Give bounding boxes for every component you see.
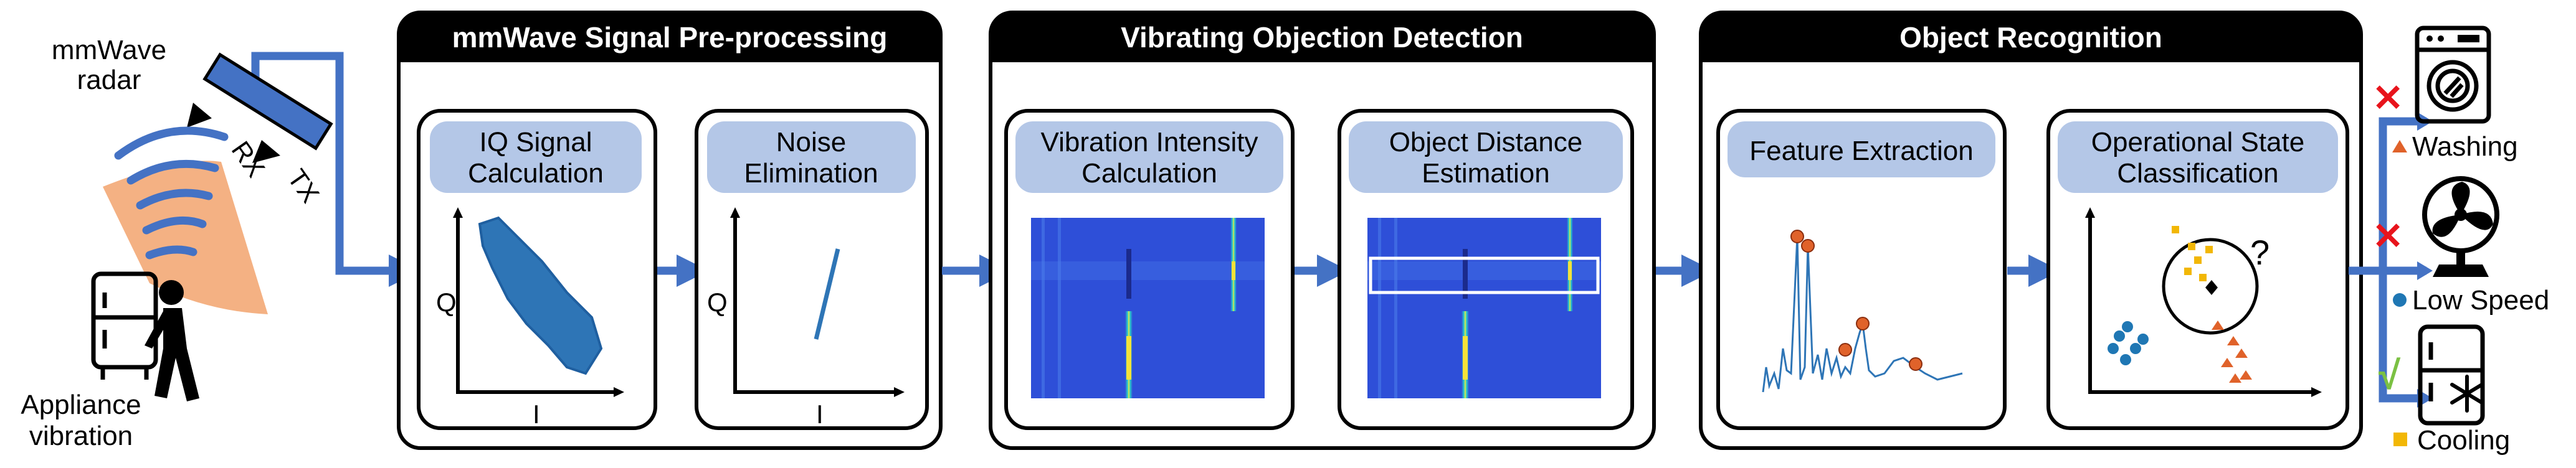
noise-elimination-box: Noise Elimination Q I bbox=[695, 109, 929, 430]
iq-label-line2: Calculation bbox=[468, 158, 604, 189]
iq-label-line1: IQ Signal bbox=[480, 127, 592, 157]
person-icon bbox=[145, 280, 199, 401]
washing-machine-buttons bbox=[2426, 35, 2479, 42]
snowflake-icon bbox=[2450, 375, 2484, 413]
radar-device-icon bbox=[202, 52, 333, 151]
cooling-check-mark: √ bbox=[2379, 353, 2401, 398]
iq-scatter-cloud bbox=[478, 216, 603, 375]
stage-recognition: Object Recognition Feature Extraction Op… bbox=[1699, 11, 2363, 450]
iq-y-axis-label: Q bbox=[436, 288, 457, 317]
output-section: ✕ Washing ✕ Low Speed √ C bbox=[2349, 26, 2549, 456]
feature-peak-3 bbox=[1838, 343, 1852, 357]
lowspeed-cross-mark: ✕ bbox=[2372, 215, 2403, 257]
state-classification-box: Operational State Classification ? bbox=[2046, 109, 2349, 430]
noise-clean-line bbox=[814, 248, 840, 340]
fan-icon bbox=[2422, 176, 2499, 277]
noise-y-axis-label: Q bbox=[707, 288, 728, 317]
stage-preprocessing: mmWave Signal Pre-processing IQ Signal C… bbox=[397, 11, 943, 450]
appliance-label-line1: Appliance bbox=[21, 390, 141, 420]
noise-label-line1: Noise bbox=[776, 127, 847, 157]
class-cooling-points bbox=[2172, 226, 2213, 281]
stage-recognition-title: Object Recognition bbox=[1899, 21, 2162, 54]
query-question-mark: ? bbox=[2250, 233, 2269, 272]
vibration-intensity-box: Vibration Intensity Calculation bbox=[1004, 109, 1295, 430]
lowspeed-legend-dot bbox=[2393, 293, 2407, 307]
distance-heatmap bbox=[1367, 218, 1601, 398]
class-lowspeed-points bbox=[2108, 321, 2149, 365]
appliance-label-line2: vibration bbox=[29, 421, 133, 451]
radar-section: mmWave radar RX TX bbox=[21, 35, 421, 451]
radar-label-line1: mmWave bbox=[52, 35, 166, 65]
washing-legend-triangle bbox=[2392, 140, 2407, 152]
tx-antenna-icon bbox=[252, 140, 280, 163]
feature-peak-5 bbox=[1909, 357, 1922, 371]
washing-cross-mark: ✕ bbox=[2372, 77, 2403, 119]
cooling-label: Cooling bbox=[2417, 425, 2510, 456]
feature-peak-2 bbox=[1801, 239, 1815, 253]
tx-label: TX bbox=[282, 164, 325, 208]
iq-x-axis-label: I bbox=[533, 400, 540, 429]
feature-peak-1 bbox=[1790, 230, 1804, 243]
lowspeed-label: Low Speed bbox=[2412, 285, 2549, 316]
noise-x-axis-label: I bbox=[816, 400, 824, 429]
noise-label-line2: Elimination bbox=[744, 158, 878, 189]
radar-label-line2: radar bbox=[77, 65, 141, 95]
stage-detection: Vibrating Objection Detection Vibration … bbox=[989, 11, 1656, 450]
fridge-cooling-icon bbox=[2418, 324, 2485, 426]
intensity-heatmap bbox=[1031, 218, 1265, 398]
signal-waves-icon bbox=[114, 126, 229, 260]
class-washing-points bbox=[2212, 321, 2252, 383]
feature-spectrum-line bbox=[1762, 236, 1963, 393]
distance-label-line1: Object Distance bbox=[1389, 127, 1583, 157]
iq-calculation-box: IQ Signal Calculation Q I bbox=[417, 109, 657, 430]
stage-detection-title: Vibrating Objection Detection bbox=[1121, 21, 1523, 54]
feature-peak-markers bbox=[1790, 230, 1922, 371]
classification-label-line1: Operational State bbox=[2091, 127, 2304, 157]
classification-label-line2: Classification bbox=[2117, 158, 2278, 189]
feature-label: Feature Extraction bbox=[1749, 136, 1974, 166]
query-circle bbox=[2162, 238, 2259, 335]
fridge-icon bbox=[91, 271, 158, 380]
distance-label-line2: Estimation bbox=[1422, 158, 1549, 189]
output-branch-arrows bbox=[2349, 117, 2426, 403]
radar-feed-arrow bbox=[251, 52, 421, 287]
query-point-diamond bbox=[2205, 280, 2218, 295]
intensity-label-line2: Calculation bbox=[1081, 158, 1217, 189]
stage-preprocessing-title: mmWave Signal Pre-processing bbox=[452, 21, 888, 54]
iq-axes bbox=[456, 215, 617, 394]
feature-extraction-box: Feature Extraction bbox=[1716, 109, 2007, 430]
classification-axes bbox=[2088, 215, 2314, 394]
rx-antenna-icon bbox=[187, 103, 212, 128]
cooling-legend-square bbox=[2393, 433, 2407, 446]
object-distance-box: Object Distance Estimation bbox=[1338, 109, 1634, 430]
feature-peak-4 bbox=[1856, 317, 1870, 330]
washing-label: Washing bbox=[2412, 131, 2518, 162]
signal-cone bbox=[103, 161, 268, 314]
intensity-label-line1: Vibration Intensity bbox=[1041, 127, 1258, 157]
noise-axes bbox=[733, 215, 897, 394]
washing-machine-icon bbox=[2415, 26, 2491, 124]
distance-highlight-box bbox=[1369, 256, 1600, 294]
